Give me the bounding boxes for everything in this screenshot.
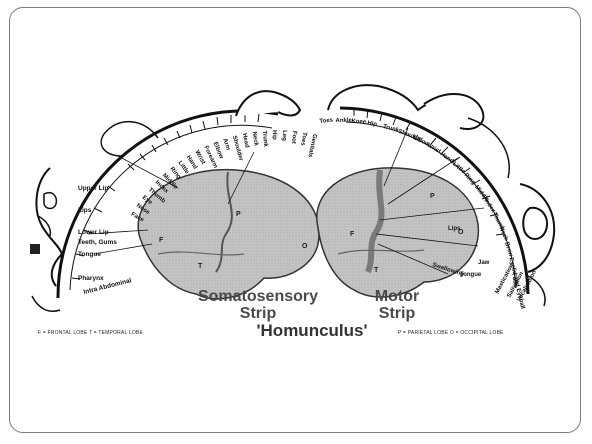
somatosensory-lobe-t: T [198,263,203,270]
motor-label-line1: Motor [362,288,432,305]
somatosensory-lobe-f: F [159,237,164,244]
motor-brain [317,168,479,297]
homunculus-figure: P F T O [28,58,564,348]
motor-arc-label: Hip [367,120,378,128]
somatosensory-lobe-p: P [236,211,241,218]
somatosensory-label-line1: Somatosensory [190,288,326,305]
soma-arc-label: Foot [290,131,297,144]
soma-arc-label: Toes [299,132,307,147]
soma-arc-label: Hip [271,130,277,140]
legend-left: F = FRONTAL LOBE T = TEMPORAL LOBE [38,330,143,336]
soma-arc-label: Neck [251,131,259,147]
motor-arc-label: Brow [503,241,514,257]
soma-arc-label: Trunk [261,130,268,147]
soma-side-label: Upper Lip [78,185,108,192]
motor-arc-label: Ankle [335,118,352,124]
motor-arc-label: Toes [319,118,334,125]
somatosensory-side-labels: Upper LipLipsLower LipTeeth, GumsTongueP… [78,185,132,296]
somatosensory-label: Somatosensory Strip [190,288,326,322]
homunculus-title: 'Homunculus' [242,321,382,341]
motor-lobe-f: F [350,231,355,238]
motor-lobe-p: P [430,193,435,200]
motor-side-label: Lips [448,226,461,232]
motor-arc-label: Knee [351,119,367,126]
motor-label: Motor Strip [362,288,432,322]
soma-arc-label: Leg [281,130,287,141]
soma-side-label: Tongue [78,251,101,258]
motor-lobe-t: T [374,267,379,274]
motor-label-line2: Strip [362,305,432,322]
somatosensory-lobe-o: O [302,243,308,250]
motor-arc-label: Wrist [426,142,442,155]
soma-arc-label: Genitals [306,133,317,158]
soma-side-label: Lips [78,207,92,214]
somatosensory-section: P F T O [30,91,319,311]
soma-side-label: Teeth, Gums [78,239,117,246]
soma-side-label: Lower Lip [78,229,109,236]
soma-arc-label: Head [241,133,250,149]
motor-side-label: Jaw [478,260,490,266]
legend-right: P = PARIETAL LOBE O = OCCIPITAL LOBE [398,330,504,336]
soma-side-label: Pharynx [78,275,104,282]
homunculus-body-sketch [236,91,300,116]
soma-arc-label: Arm [221,138,231,151]
somatosensory-label-line2: Strip [190,305,326,322]
